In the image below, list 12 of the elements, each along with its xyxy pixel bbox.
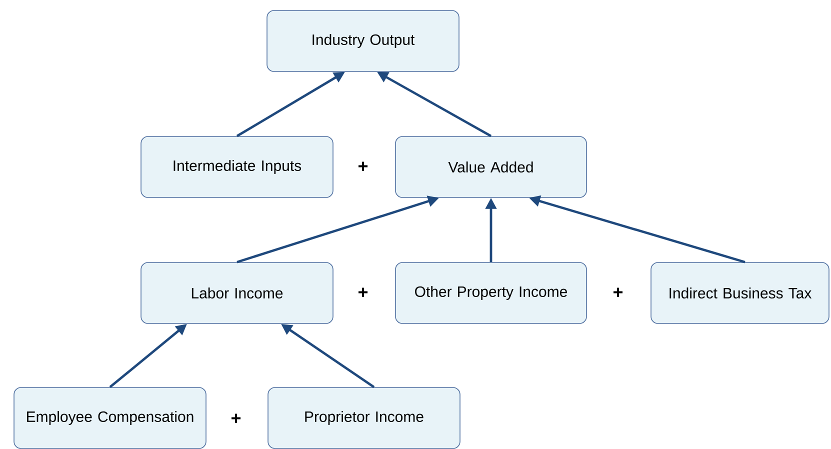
process-box: Indirect Business Tax <box>650 262 830 324</box>
plus-sign: + <box>358 288 368 297</box>
process-box: Value Added <box>395 136 587 198</box>
process-box: Other Property Income <box>395 262 587 324</box>
process-box: Intermediate Inputs <box>140 136 334 198</box>
plus-sign: + <box>358 162 368 171</box>
process-box: Industry Output <box>266 10 460 72</box>
plus-sign: + <box>614 288 623 297</box>
process-box: Employee Compensation <box>14 387 206 449</box>
plus-sign: + <box>232 414 241 423</box>
process-box: Proprietor Income <box>268 387 460 449</box>
process-box: Labor Income <box>140 262 334 324</box>
